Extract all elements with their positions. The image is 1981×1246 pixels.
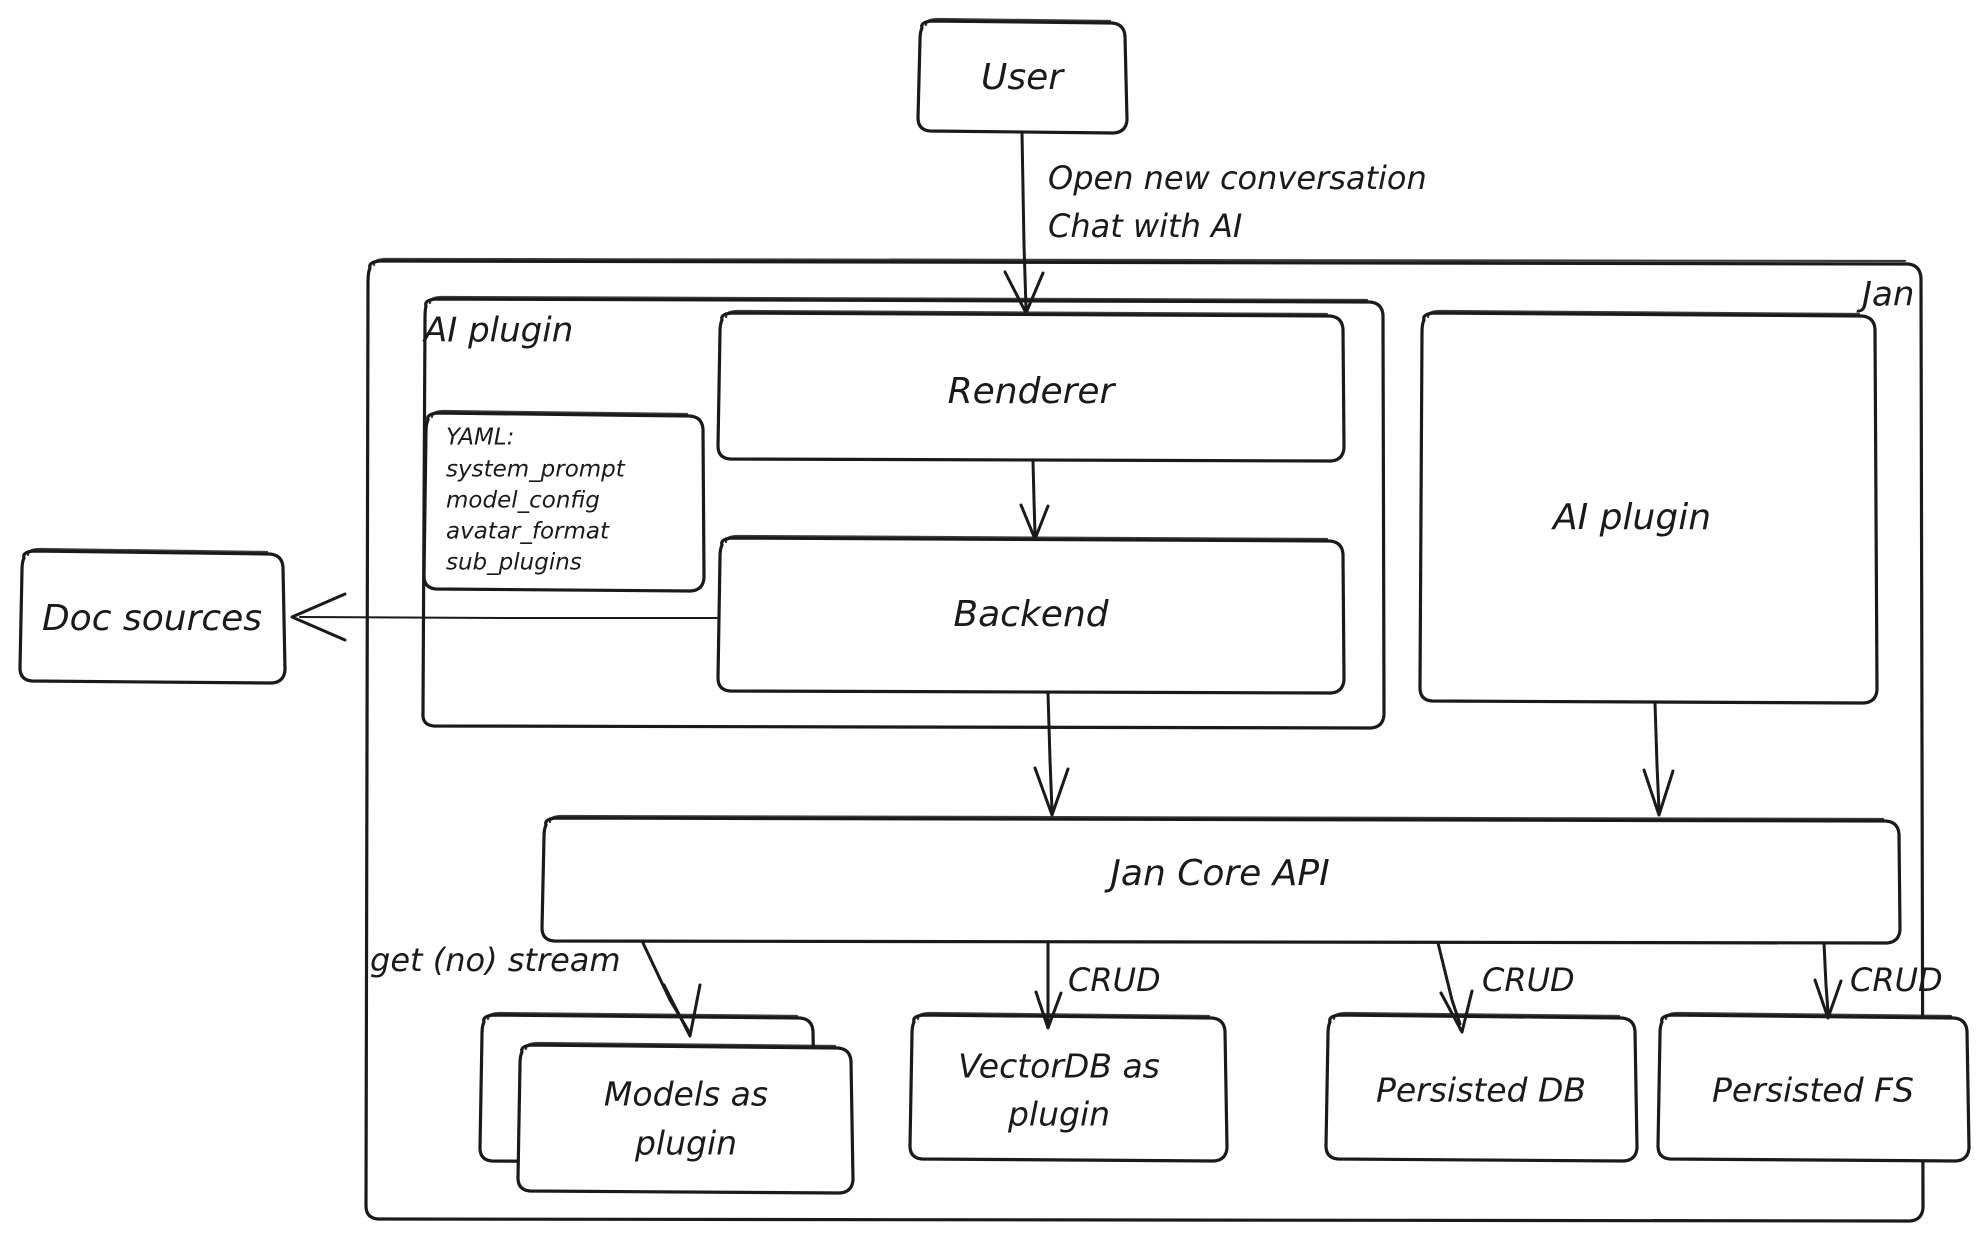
edge-core-to-vectordb-label: CRUD: [1068, 961, 1161, 999]
doc-sources-node-label: Doc sources: [42, 598, 262, 639]
vectordb-plugin-node-label-line1: VectorDB as: [958, 1047, 1160, 1086]
edge-renderer-to-backend: [1019, 459, 1050, 541]
vectordb-plugin-node[interactable]: VectorDB as plugin: [908, 1011, 1229, 1163]
yaml-card-item-1: model_config: [446, 488, 600, 514]
vectordb-plugin-node-label-line2: plugin: [1007, 1095, 1110, 1134]
ai-plugin-right-node-label: AI plugin: [1551, 497, 1711, 538]
persisted-db-node[interactable]: Persisted DB: [1324, 1011, 1639, 1163]
yaml-card-heading: YAML:: [446, 425, 514, 451]
yaml-card: YAML: system_prompt model_config avatar_…: [422, 409, 706, 593]
models-plugin-node-label-line2: plugin: [634, 1124, 737, 1163]
models-plugin-node-label-line1: Models as: [604, 1075, 768, 1114]
edge-backend-to-core: [1033, 691, 1070, 817]
jan-container: Jan: [364, 257, 1925, 1223]
jan-core-api-node-label: Jan Core API: [1104, 853, 1329, 894]
ai-plugin-right-node[interactable]: AI plugin: [1418, 309, 1879, 705]
edge-core-to-persisted-db-label: CRUD: [1482, 961, 1575, 999]
persisted-fs-node-label: Persisted FS: [1712, 1071, 1914, 1110]
jan-container-label: Jan: [1856, 275, 1914, 315]
edge-core-to-models-label: get (no) stream: [370, 941, 621, 979]
edge-core-to-models: get (no) stream: [370, 941, 702, 1038]
ai-plugin-group: AI plugin: [421, 295, 1386, 730]
edge-user-to-renderer-label-line2: Chat with AI: [1048, 207, 1242, 245]
renderer-node-label: Renderer: [948, 371, 1117, 412]
yaml-card-item-3: sub_plugins: [446, 550, 582, 576]
edge-core-to-persisted-fs-label: CRUD: [1850, 961, 1943, 999]
edge-core-to-vectordb: CRUD: [1034, 941, 1161, 1030]
user-node[interactable]: User: [916, 17, 1129, 135]
ai-plugin-group-label: AI plugin: [422, 311, 573, 351]
persisted-fs-node[interactable]: Persisted FS: [1656, 1011, 1971, 1163]
edge-user-to-renderer: Open new conversation Chat with AI: [1003, 131, 1427, 315]
user-node-label: User: [981, 57, 1065, 98]
persisted-db-node-label: Persisted DB: [1376, 1071, 1586, 1110]
yaml-card-item-2: avatar_format: [446, 519, 610, 545]
jan-core-api-node[interactable]: Jan Core API: [540, 814, 1902, 945]
edge-core-to-persisted-fs: CRUD: [1813, 941, 1943, 1020]
edge-backend-to-doc-sources: [290, 592, 719, 642]
backend-node-label: Backend: [953, 594, 1109, 635]
doc-sources-node[interactable]: Doc sources: [18, 547, 287, 685]
edge-user-to-renderer-label-line1: Open new conversation: [1048, 159, 1427, 197]
yaml-card-item-0: system_prompt: [446, 457, 626, 483]
edge-ai-plugin-right-to-core: [1642, 701, 1675, 817]
backend-node[interactable]: Backend: [716, 534, 1346, 695]
models-plugin-node[interactable]: Models as plugin: [478, 1011, 855, 1195]
renderer-node[interactable]: Renderer: [716, 309, 1346, 463]
edge-core-to-persisted-db: CRUD: [1436, 941, 1575, 1034]
